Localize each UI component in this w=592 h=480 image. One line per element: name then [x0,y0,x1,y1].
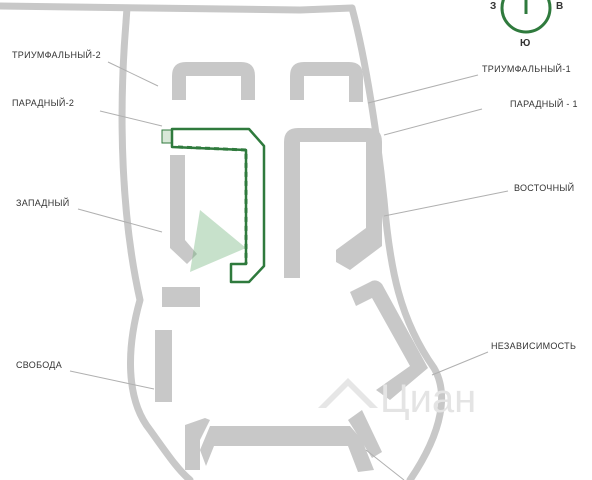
building-paradny-2-entrance [161,129,173,144]
label-vostochny: ВОСТОЧНЫЙ [514,182,574,193]
label-svoboda: СВОБОДА [16,360,62,370]
cian-house-icon [318,378,378,408]
label-nezavisimost: НЕЗАВИСИМОСТЬ [491,341,576,351]
label-paradny-2: ПАРАДНЫЙ-2 [12,97,74,108]
label-zapadny: ЗАПАДНЫЙ [16,197,70,208]
building-vostochny [284,128,382,278]
road-top [0,2,356,14]
highlighted-building[interactable] [161,127,266,284]
building-svoboda [155,330,172,402]
compass-west: З [490,1,496,12]
view-cone [190,210,246,272]
building-paradny-2-windows [177,145,248,264]
compass-east: В [556,1,563,12]
label-paradny-1: ПАРАДНЫЙ - 1 [510,98,578,109]
compass-ring-icon [500,0,552,34]
roads [0,2,446,480]
building-south [185,418,210,470]
building-triumfalny-2 [172,62,255,100]
buildings [155,62,428,472]
building-nezavisimost [350,280,428,400]
building-south-long [200,426,374,472]
road-loop [118,18,194,480]
label-triumfalny-2: ТРИУМФАЛЬНЫЙ-2 [12,49,101,60]
labels: ТРИУМФАЛЬНЫЙ-2 ПАРАДНЫЙ-2 ЗАПАДНЫЙ СВОБО… [12,49,578,370]
building-southeast [348,410,382,458]
leader-lines [69,61,509,480]
compass: З В Ю [490,0,563,49]
building-zapadny-upper [170,155,197,264]
building-triumfalny-1 [290,62,363,102]
compass-south: Ю [520,38,530,49]
label-triumfalny-1: ТРИУМФАЛЬНЫЙ-1 [482,63,571,74]
road-east [348,4,446,480]
watermark-text: Циан [380,377,476,421]
building-zapadny-lower [162,287,200,307]
watermark: Циан [318,377,476,421]
building-paradny-2 [170,127,266,284]
